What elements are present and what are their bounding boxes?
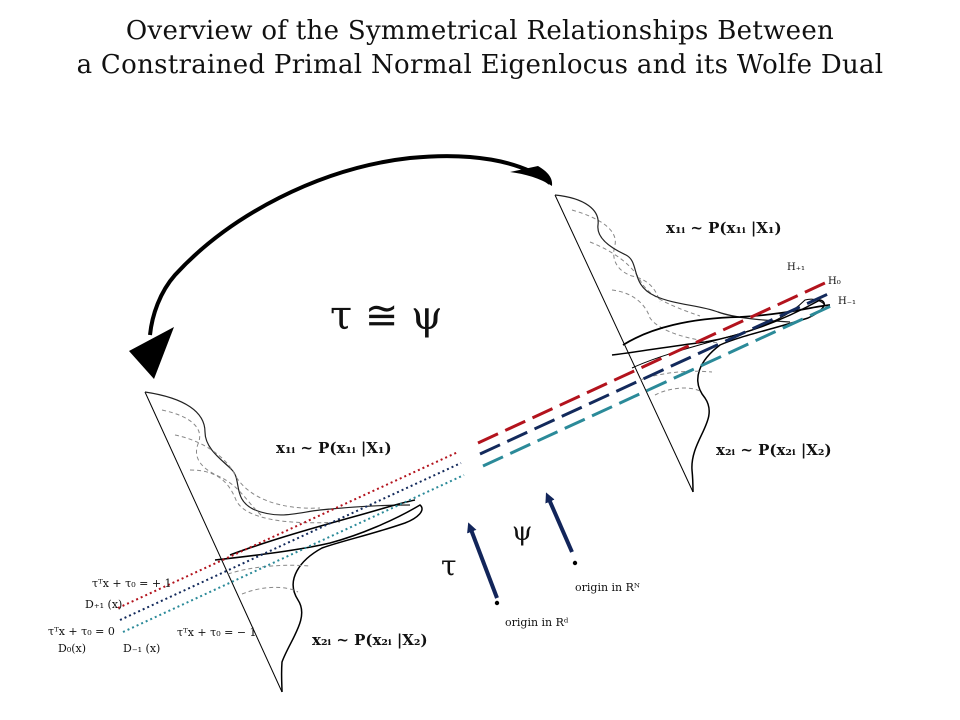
page-title: Overview of the Symmetrical Relationship… xyxy=(0,14,960,82)
right-panel: x₁ᵢ ~ P(x₁ᵢ |X₁) x₂ᵢ ~ P(x₂ᵢ |X₂) H₊₁ H₀… xyxy=(477,194,856,493)
equation-minus-one: τᵀx + τ₀ = − 1 xyxy=(177,626,257,639)
left-axis xyxy=(144,391,283,693)
psi-symbol: ψ xyxy=(512,517,532,547)
label-d-zero: D₀(x) xyxy=(58,642,86,655)
vectors: τ ψ origin in Rᵈ origin in Rᴺ xyxy=(441,492,640,629)
decision-boundary-minus xyxy=(122,474,465,633)
left-panel: x₁ᵢ ~ P(x₁ᵢ |X₁) x₂ᵢ ~ P(x₂ᵢ |X₂) τᵀx + … xyxy=(48,391,465,693)
label-d-plus: D₊₁ (x) xyxy=(85,598,122,611)
psi-vector-arrow xyxy=(545,492,574,553)
tau-vector-arrow xyxy=(467,522,499,599)
label-d-minus: D₋₁ (x) xyxy=(123,642,160,655)
hyperplane-h-minus xyxy=(482,304,832,468)
left-dist-bottom-label: x₂ᵢ ~ P(x₂ᵢ |X₂) xyxy=(312,631,428,649)
label-h-zero: H₀ xyxy=(828,276,841,287)
curved-arrow xyxy=(129,154,553,379)
right-dist-top-label: x₁ᵢ ~ P(x₁ᵢ |X₁) xyxy=(666,219,782,237)
origin-psi-point xyxy=(572,560,578,566)
title-line-2: a Constrained Primal Normal Eigenlocus a… xyxy=(76,50,884,80)
equation-plus-one: τᵀx + τ₀ = + 1 xyxy=(92,577,172,590)
equation-zero: τᵀx + τ₀ = 0 xyxy=(48,625,115,638)
left-dist-top-label: x₁ᵢ ~ P(x₁ᵢ |X₁) xyxy=(276,439,392,457)
label-h-minus: H₋₁ xyxy=(838,296,856,307)
tau-symbol: τ xyxy=(441,549,457,582)
decision-boundary-zero xyxy=(119,462,462,621)
hyperplane-h-zero xyxy=(479,292,829,456)
origin-psi-label: origin in Rᴺ xyxy=(575,581,640,594)
tau-psi-relation: τ ≅ ψ xyxy=(330,293,442,339)
arrowhead-icon xyxy=(129,327,174,379)
origin-tau-point xyxy=(494,600,500,606)
right-dist-bottom-label: x₂ᵢ ~ P(x₂ᵢ |X₂) xyxy=(716,441,832,459)
label-h-plus: H₊₁ xyxy=(787,262,805,273)
origin-tau-label: origin in Rᵈ xyxy=(505,616,569,629)
hyperplane-h-plus xyxy=(477,281,826,445)
title-line-1: Overview of the Symmetrical Relationship… xyxy=(125,16,835,46)
decision-boundary-plus xyxy=(117,451,459,609)
